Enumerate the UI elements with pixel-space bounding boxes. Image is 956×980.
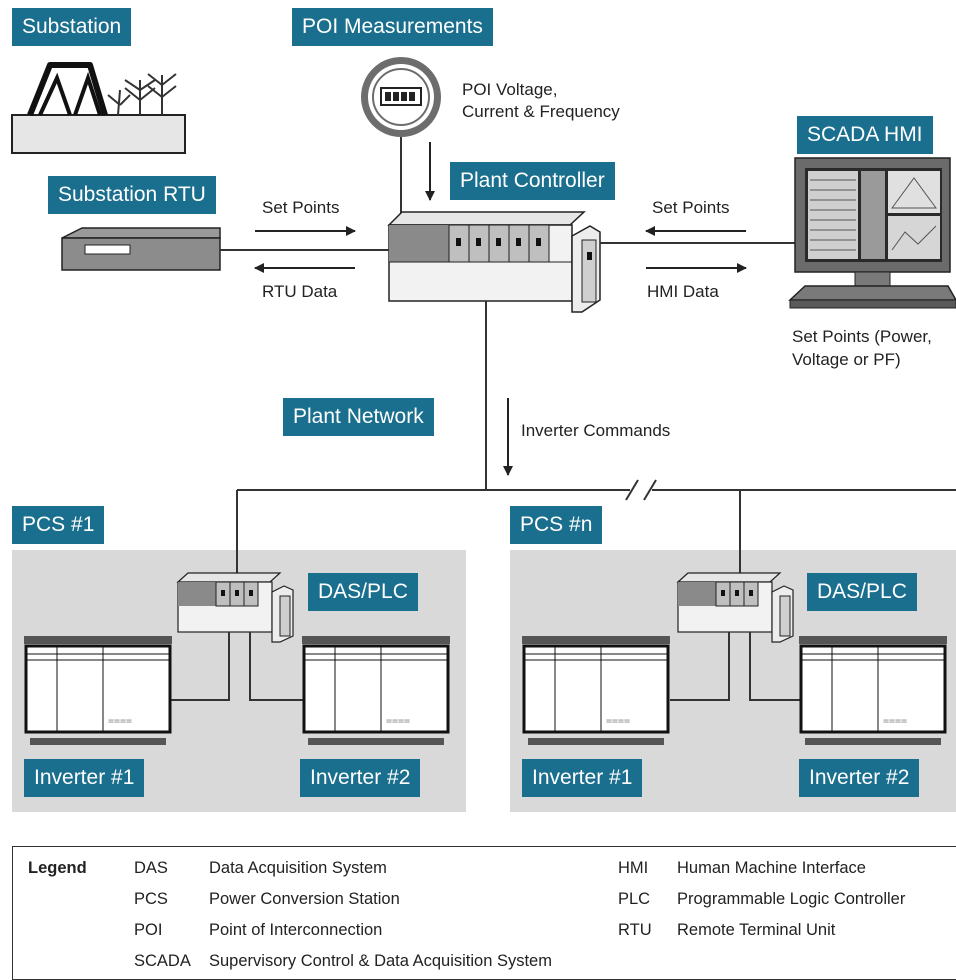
legend-abbr: POI — [134, 921, 163, 939]
legend-title: Legend — [28, 859, 87, 877]
legend-abbr: SCADA — [134, 952, 191, 970]
label-plant-controller: Plant Controller — [450, 162, 615, 200]
svg-text:====: ==== — [386, 716, 410, 727]
plc-rack-icon — [387, 211, 601, 313]
legend-desc: Supervisory Control & Data Acquisition S… — [209, 952, 552, 970]
label-inverter-1-pcs1: Inverter #1 — [24, 759, 145, 797]
legend-abbr: PLC — [618, 890, 651, 908]
inverter-commands: Inverter Commands — [521, 421, 671, 440]
legend-desc: Programmable Logic Controller — [677, 890, 906, 908]
label-pcs-1: PCS #1 — [12, 506, 105, 544]
scada-setpoints-line2: Voltage or PF) — [792, 350, 901, 369]
scada-setpoints-line1: Set Points (Power, — [792, 327, 932, 346]
rtu-box-icon — [61, 227, 221, 271]
svg-text:====: ==== — [108, 716, 132, 727]
legend-desc: Power Conversion Station — [209, 890, 400, 908]
label-inverter-2-pcs1: Inverter #2 — [300, 759, 421, 797]
monitor-icon — [788, 157, 956, 309]
substation-tower-icon — [11, 62, 186, 154]
svg-text:====: ==== — [606, 716, 630, 727]
label-substation-rtu: Substation RTU — [48, 176, 216, 214]
inverter-cabinet-icon: ==== — [302, 636, 450, 745]
poi-text-line2: Current & Frequency — [462, 102, 620, 121]
label-plant-network: Plant Network — [283, 398, 434, 436]
svg-text:====: ==== — [883, 716, 907, 727]
inverter-cabinet-icon: ==== — [799, 636, 947, 745]
label-substation: Substation — [12, 8, 132, 46]
inverter-cabinet-icon: ==== — [24, 636, 172, 745]
label-scada-hmi: SCADA HMI — [797, 116, 933, 154]
legend-abbr: RTU — [618, 921, 652, 939]
poi-text-line1: POI Voltage, — [462, 80, 558, 99]
label-das-plc-1: DAS/PLC — [308, 573, 418, 611]
legend-desc: Point of Interconnection — [209, 921, 383, 939]
inverter-cabinet-icon: ==== — [522, 636, 670, 745]
legend-abbr: HMI — [618, 859, 649, 877]
meter-icon — [361, 57, 441, 137]
label-poi-measurements: POI Measurements — [292, 8, 493, 46]
rtu-data: RTU Data — [262, 282, 338, 301]
label-das-plc-n: DAS/PLC — [807, 573, 917, 611]
legend-desc: Human Machine Interface — [677, 859, 866, 877]
legend-abbr: PCS — [134, 890, 168, 908]
pcs-n-das-plc-icon — [676, 572, 794, 643]
label-inverter-1-pcsn: Inverter #1 — [522, 759, 643, 797]
label-inverter-2-pcsn: Inverter #2 — [799, 759, 920, 797]
legend-desc: Remote Terminal Unit — [677, 921, 836, 939]
legend-abbr: DAS — [134, 859, 168, 877]
set-points-right: Set Points — [652, 198, 730, 217]
label-pcs-n: PCS #n — [510, 506, 603, 544]
set-points-left: Set Points — [262, 198, 340, 217]
pcs-1-das-plc-icon — [176, 572, 294, 643]
hmi-data: HMI Data — [647, 282, 719, 301]
legend-desc: Data Acquisition System — [209, 859, 387, 877]
